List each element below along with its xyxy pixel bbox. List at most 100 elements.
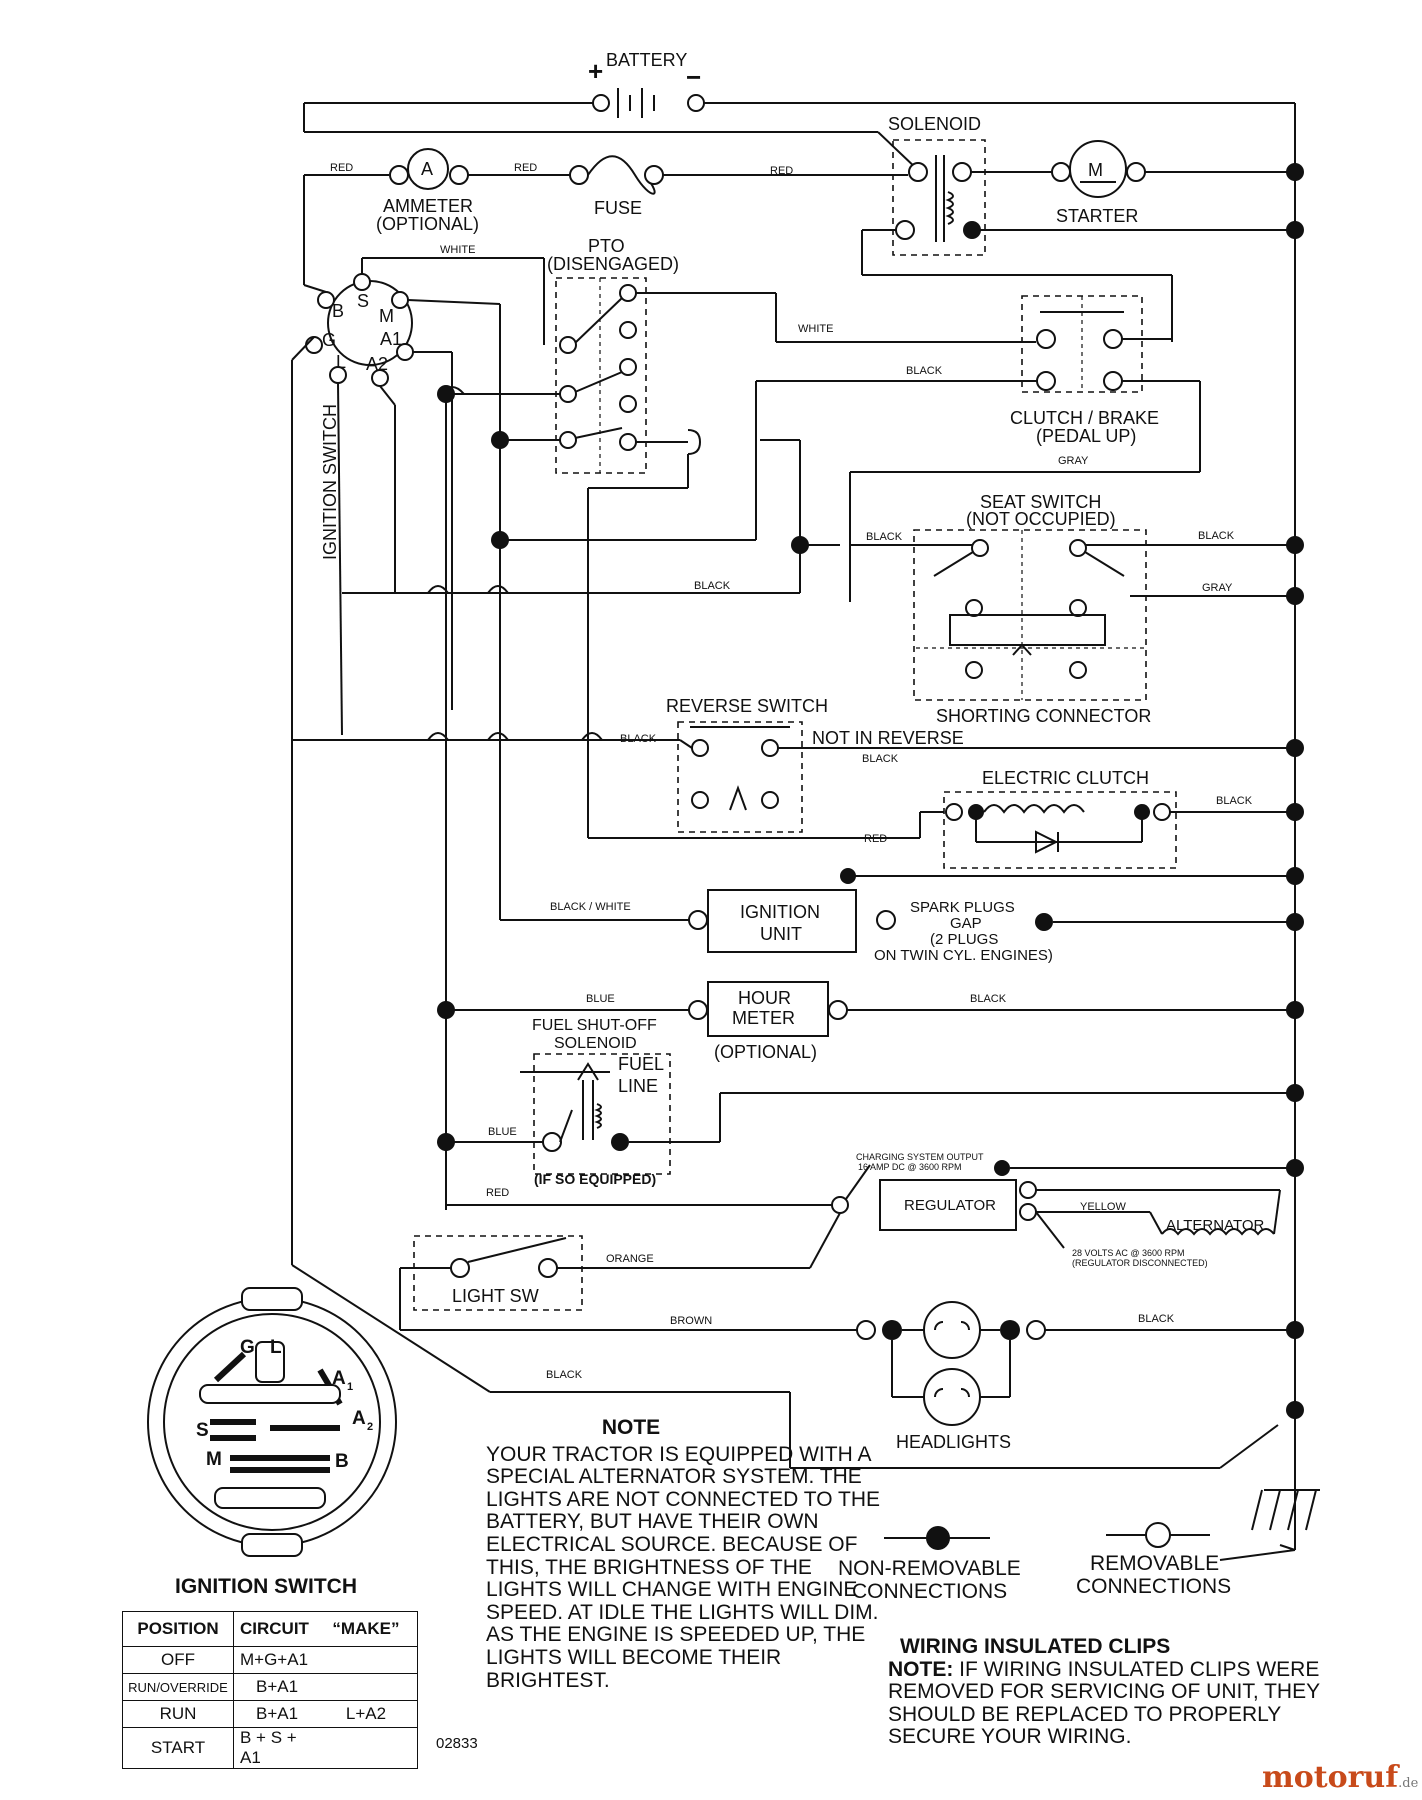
legend: NON-REMOVABLE CONNECTIONS REMOVABLE CONN… <box>838 1522 1231 1603</box>
svg-text:FUSE: FUSE <box>594 198 642 218</box>
note-text: YOUR TRACTOR IS EQUIPPED WITH A SPECIAL … <box>486 1442 881 1692</box>
svg-text:LINE: LINE <box>618 1076 658 1096</box>
ignition-switch-face: G L A 1 A 2 S M B <box>147 1287 397 1557</box>
table-row: START B + S + A1 <box>122 1727 418 1769</box>
solenoid: SOLENOID <box>861 114 1295 342</box>
position-cell: OFF <box>122 1646 234 1674</box>
svg-text:BLACK: BLACK <box>546 1369 583 1381</box>
circuit-cell: M+G+A1 <box>232 1646 315 1674</box>
svg-text:HEADLIGHTS: HEADLIGHTS <box>896 1432 1011 1452</box>
watermark-name: motoruf <box>1262 1760 1399 1795</box>
svg-text:SEAT SWITCH: SEAT SWITCH <box>980 492 1101 512</box>
clutch-brake-switch: BLACK CLUTCH / BRAKE (PEDAL UP) GRAY <box>755 295 1201 602</box>
svg-text:NOT IN REVERSE: NOT IN REVERSE <box>812 728 964 748</box>
svg-text:ORANGE: ORANGE <box>606 1253 654 1265</box>
light-switch: ORANGE LIGHT SW BROWN <box>399 1212 858 1331</box>
svg-text:CONNECTIONS: CONNECTIONS <box>852 1580 1007 1603</box>
starter: M STARTER <box>1051 140 1295 226</box>
svg-text:ON TWIN CYL. ENGINES): ON TWIN CYL. ENGINES) <box>874 947 1053 964</box>
svg-text:FUEL SHUT-OFF: FUEL SHUT-OFF <box>532 1017 657 1034</box>
circuit-cell: B + S + A1 <box>232 1727 315 1769</box>
clips-text: NOTE: IF WIRING INSULATED CLIPS WERE REM… <box>888 1657 1348 1749</box>
svg-text:BLACK: BLACK <box>862 753 899 765</box>
svg-text:SHORTING CONNECTOR: SHORTING CONNECTOR <box>936 706 1151 726</box>
svg-text:CLUTCH / BRAKE: CLUTCH / BRAKE <box>1010 408 1159 428</box>
svg-text:STARTER: STARTER <box>1056 206 1138 226</box>
svg-text:SOLENOID: SOLENOID <box>554 1035 637 1052</box>
seat-switch: SEAT SWITCH (NOT OCCUPIED) BLACK BLACK G… <box>850 492 1295 726</box>
svg-text:M: M <box>206 1449 222 1470</box>
ignition-switch-title: IGNITION SWITCH <box>175 1575 357 1598</box>
svg-text:WHITE: WHITE <box>440 244 475 256</box>
hour-meter: BLUE HOUR METER (OPTIONAL) BLACK <box>445 394 1295 1210</box>
pto-switch: PTO (DISENGAGED) WHITE <box>547 236 1036 474</box>
note-title: NOTE <box>601 1416 661 1439</box>
svg-text:BLUE: BLUE <box>586 993 615 1005</box>
svg-text:B: B <box>332 301 344 321</box>
svg-text:16 AMP DC @ 3600 RPM: 16 AMP DC @ 3600 RPM <box>858 1162 962 1172</box>
svg-text:AMMETER: AMMETER <box>383 196 473 216</box>
svg-text:S: S <box>196 1420 209 1441</box>
svg-text:(PEDAL UP): (PEDAL UP) <box>1036 426 1136 446</box>
make-cell: L+A2 <box>314 1700 418 1728</box>
svg-text:(IF SO EQUIPPED): (IF SO EQUIPPED) <box>534 1171 656 1187</box>
watermark: motoruf.de <box>1262 1760 1418 1795</box>
svg-text:METER: METER <box>732 1008 795 1028</box>
fuel-solenoid: FUEL SHUT-OFF SOLENOID FUEL LINE BLUE (I… <box>446 1017 1295 1187</box>
clips-note-label: NOTE: <box>888 1657 954 1681</box>
svg-text:FUEL: FUEL <box>618 1054 664 1074</box>
table-row: RUN B+A1 L+A2 <box>122 1700 418 1728</box>
svg-text:PTO: PTO <box>588 236 625 256</box>
ignition-unit: BLACK / WHITE IGNITION UNIT SPARK PLUGS … <box>499 540 1295 964</box>
ammeter: RED A AMMETER (OPTIONAL) RED <box>304 148 570 234</box>
svg-text:BLACK / WHITE: BLACK / WHITE <box>550 901 631 913</box>
ground-bus <box>1219 103 1320 1561</box>
svg-text:BLACK: BLACK <box>970 993 1007 1005</box>
svg-text:REMOVABLE: REMOVABLE <box>1090 1552 1219 1575</box>
electric-clutch: ELECTRIC CLUTCH BLACK RED <box>842 768 1295 877</box>
svg-text:GRAY: GRAY <box>1058 455 1089 467</box>
svg-text:ELECTRIC CLUTCH: ELECTRIC CLUTCH <box>982 768 1149 788</box>
svg-text:A2: A2 <box>366 354 388 374</box>
junction-dots <box>437 163 1304 1419</box>
svg-text:A: A <box>332 1368 346 1389</box>
svg-text:(2 PLUGS: (2 PLUGS <box>930 931 998 948</box>
make-cell <box>314 1727 418 1769</box>
table-row: RUN/OVERRIDE B+A1 <box>122 1673 418 1701</box>
svg-text:(REGULATOR DISCONNECTED): (REGULATOR DISCONNECTED) <box>1072 1258 1208 1268</box>
svg-text:YELLOW: YELLOW <box>1080 1201 1126 1213</box>
table-header-row: POSITION CIRCUIT “MAKE” <box>122 1611 418 1647</box>
column-header-position: POSITION <box>122 1611 234 1647</box>
svg-text:(OPTIONAL): (OPTIONAL) <box>376 214 479 234</box>
svg-text:G: G <box>240 1337 255 1358</box>
table-row: OFF M+G+A1 <box>122 1646 418 1674</box>
svg-text:RED: RED <box>486 1187 509 1199</box>
svg-text:BLACK: BLACK <box>866 531 903 543</box>
clips-title: WIRING INSULATED CLIPS <box>900 1635 1171 1658</box>
svg-text:LIGHT SW: LIGHT SW <box>452 1286 539 1306</box>
svg-text:RED: RED <box>864 833 887 845</box>
ignition-position-table: POSITION CIRCUIT “MAKE” OFF M+G+A1 RUN/O… <box>122 1611 418 1769</box>
battery: BATTERY + − <box>303 50 1295 171</box>
svg-text:BLACK: BLACK <box>906 365 943 377</box>
column-header-make: “MAKE” <box>314 1611 418 1647</box>
svg-text:(OPTIONAL): (OPTIONAL) <box>714 1042 817 1062</box>
svg-text:RED: RED <box>514 162 537 174</box>
svg-text:BLUE: BLUE <box>488 1126 517 1138</box>
svg-text:RED: RED <box>330 162 353 174</box>
svg-text:GRAY: GRAY <box>1202 582 1233 594</box>
ignition-switch-terminals: B S M A1 A2 L G IGNITION SWITCH WHITE <box>291 175 545 1265</box>
svg-text:REVERSE SWITCH: REVERSE SWITCH <box>666 696 828 716</box>
legend-removable: REMOVABLE CONNECTIONS <box>1076 1522 1231 1598</box>
bus-wires: BLACK BLACK <box>292 386 944 839</box>
position-cell: START <box>122 1727 234 1769</box>
svg-text:(NOT OCCUPIED): (NOT OCCUPIED) <box>966 509 1116 529</box>
svg-text:2: 2 <box>367 1421 373 1433</box>
svg-text:IGNITION SWITCH: IGNITION SWITCH <box>320 404 340 560</box>
position-cell: RUN <box>122 1700 234 1728</box>
svg-text:SOLENOID: SOLENOID <box>888 114 981 134</box>
svg-text:BLACK: BLACK <box>1216 795 1253 807</box>
svg-text:S: S <box>357 291 369 311</box>
svg-text:A: A <box>421 159 433 179</box>
